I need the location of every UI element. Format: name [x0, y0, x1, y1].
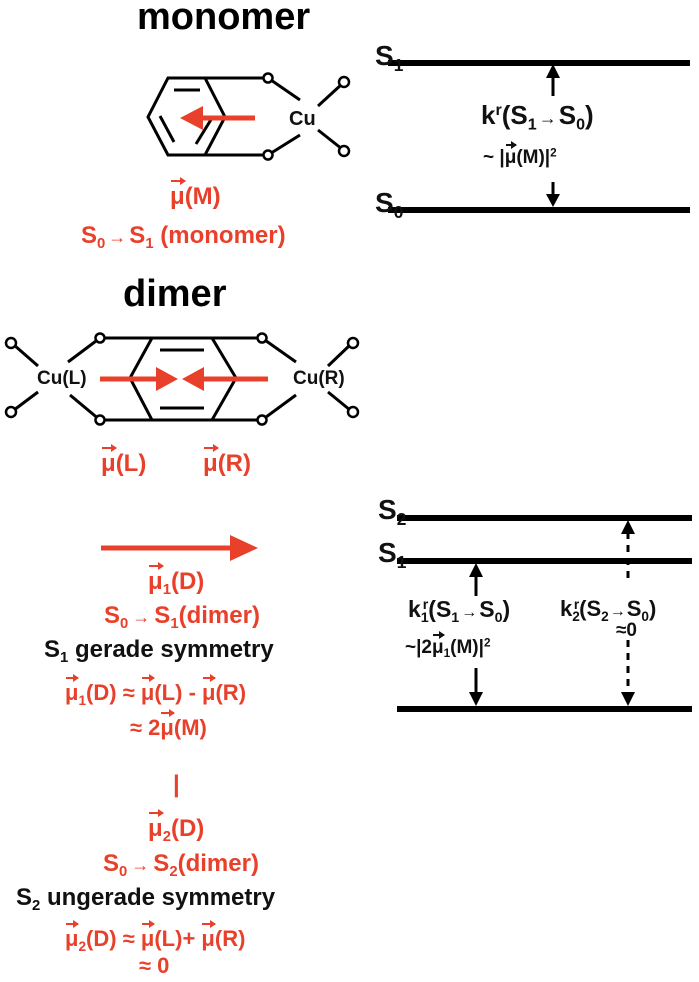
dimer-mu2-equation: μ2(D) ≈ μ(L)+ μ(R)	[65, 920, 246, 954]
dimer-s2-level	[397, 515, 692, 521]
monomer-rate-proportionality: ~ |μ(M)|2	[483, 141, 557, 168]
dimer-mu1-approx: ≈ 2μ(M)	[130, 709, 207, 740]
dimer-k1-proportionality: ~|2μ1(M)|2	[405, 631, 491, 661]
dimer-s2-label: S2	[378, 494, 407, 530]
dimer-mu1-equation: μ1(D) ≈ μ(L) - μ(R)	[65, 674, 247, 708]
monomer-title: monomer	[137, 0, 311, 38]
dimer-mu2-label: μ2(D)	[148, 809, 205, 846]
dimer-s1-level	[397, 558, 692, 564]
mu-symbol: μ	[170, 177, 186, 210]
dimer-title: dimer	[123, 273, 227, 315]
dimer-k2-rate-label: k2r(S2→S0)	[560, 596, 657, 624]
dimer-k1-rate-label: k1r(S1→S0)	[408, 596, 511, 626]
dimer-s0-level	[397, 706, 692, 712]
dimer-s2-symmetry: S2 ungerade symmetry	[16, 884, 276, 915]
dimer-s0-s2-transition: S0→S2(dimer)	[103, 850, 259, 881]
monomer-rate-label: kr(S1→S0)	[481, 100, 594, 134]
dimer-cu-left-label: Cu(L)	[37, 368, 87, 389]
dimer-s0-s1-transition: S0→S1(dimer)	[104, 602, 260, 633]
monomer-s0-level	[388, 207, 690, 213]
dimer-mu-right-label: μ(R)	[203, 444, 252, 477]
dimer-mu-left-label: μ(L)	[101, 444, 147, 477]
dimer-k2-approx: ≈0	[616, 620, 637, 641]
dimer-s2-dipole-pipe: |	[173, 771, 180, 798]
monomer-s1-label: S1	[375, 40, 404, 76]
monomer-dipole-label: μ(M)	[170, 177, 221, 210]
dimer-mu1-label: μ1(D)	[148, 562, 205, 599]
dimer-s1-label: S1	[378, 537, 407, 573]
monomer-cu-label: Cu	[289, 108, 316, 130]
dimer-mu2-approx: ≈ 0	[139, 953, 170, 978]
dimer-s1-symmetry: S1 gerade symmetry	[44, 636, 274, 667]
dimer-cu-right-label: Cu(R)	[293, 368, 345, 389]
monomer-s1-level	[388, 60, 690, 66]
monomer-transition-label: S0→S1 (monomer)	[81, 222, 286, 253]
monomer-s0-label: S0	[375, 187, 404, 223]
